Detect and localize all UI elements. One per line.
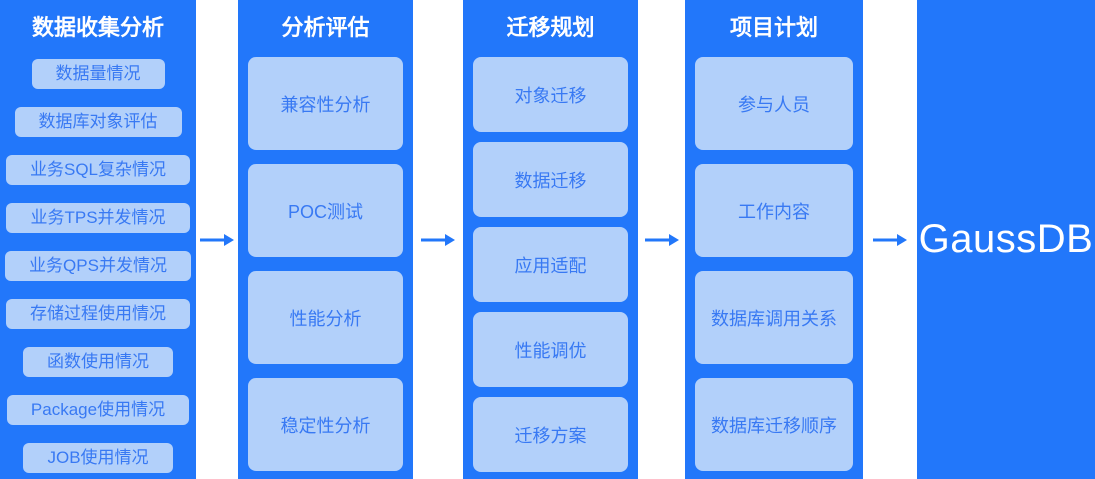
flow-connector: [413, 0, 463, 479]
stage-header: 数据收集分析: [31, 15, 164, 40]
stage-column-analysis-evaluation: 分析评估 兼容性分析 POC测试 性能分析 稳定性分析: [238, 0, 413, 479]
target-database-label: GaussDB: [918, 217, 1094, 261]
stage-item: 业务SQL复杂情况: [5, 155, 191, 185]
stage-item-list: 对象迁移 数据迁移 应用适配 性能调优 迁移方案: [463, 57, 638, 479]
stage-item-list: 数据量情况 数据库对象评估 业务SQL复杂情况 业务TPS并发情况 业务QPS并…: [0, 59, 196, 479]
arrow-right-icon: [421, 233, 455, 246]
stage-header: 项目计划: [729, 15, 818, 40]
stage-item-list: 参与人员 工作内容 数据库调用关系 数据库迁移顺序: [685, 57, 863, 479]
stage-item: 数据库迁移顺序: [695, 378, 853, 471]
stage-item: Package使用情况: [6, 395, 190, 425]
stage-item: 数据量情况: [31, 59, 165, 89]
stage-item: 业务TPS并发情况: [6, 203, 190, 233]
stage-item: 性能调优: [473, 312, 628, 387]
stage-item: 函数使用情况: [23, 347, 173, 377]
stage-item: 应用适配: [473, 227, 628, 302]
stage-item: 迁移方案: [473, 397, 628, 472]
flow-connector: [196, 0, 238, 479]
stage-item: 业务QPS并发情况: [5, 251, 191, 281]
flow-connector: [863, 0, 917, 479]
arrow-right-icon: [200, 233, 234, 246]
stage-item: JOB使用情况: [23, 443, 173, 473]
stage-item: 数据库对象评估: [14, 107, 182, 137]
stage-item: 兼容性分析: [248, 57, 403, 150]
stage-item: 稳定性分析: [248, 378, 403, 471]
stage-item: POC测试: [248, 164, 403, 257]
arrow-right-icon: [644, 233, 679, 246]
stage-item: 工作内容: [695, 164, 853, 257]
stage-item: 参与人员: [695, 57, 853, 150]
stage-column-data-collection: 数据收集分析 数据量情况 数据库对象评估 业务SQL复杂情况 业务TPS并发情况…: [0, 0, 196, 479]
stage-header: 迁移规划: [506, 15, 595, 40]
stage-column-migration-planning: 迁移规划 对象迁移 数据迁移 应用适配 性能调优 迁移方案: [463, 0, 638, 479]
target-database-panel: GaussDB: [917, 0, 1095, 479]
flow-connector: [638, 0, 685, 479]
arrow-right-icon: [873, 233, 907, 246]
stage-item: 性能分析: [248, 271, 403, 364]
stage-item-list: 兼容性分析 POC测试 性能分析 稳定性分析: [238, 57, 413, 479]
stage-item: 对象迁移: [473, 57, 628, 132]
stage-item: 数据迁移: [473, 142, 628, 217]
stage-column-project-plan: 项目计划 参与人员 工作内容 数据库调用关系 数据库迁移顺序: [685, 0, 863, 479]
stage-header: 分析评估: [281, 15, 370, 40]
stage-item: 存储过程使用情况: [6, 299, 190, 329]
stage-item: 数据库调用关系: [695, 271, 853, 364]
